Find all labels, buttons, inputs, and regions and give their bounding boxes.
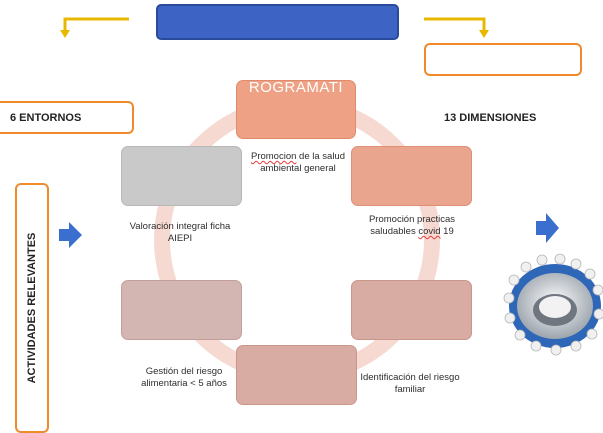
cycle-card-upper-right <box>351 146 472 206</box>
cycle-item-practicas-saludables: Promoción practicas saludables covid 19 <box>368 214 456 237</box>
entornos-label: 6 ENTORNOS <box>10 111 82 124</box>
entornos-box: 6 ENTORNOS <box>0 101 134 134</box>
team-gear-icon <box>503 253 603 356</box>
cycle-card-top: ROGRAMATI <box>236 80 356 139</box>
title-banner <box>156 4 399 40</box>
cycle-item-promocion-ambiental: Promocion de la salud ambiental general <box>250 151 345 174</box>
cycle-card-lower-right <box>351 280 472 340</box>
actividades-label: ACTIVIDADES RELEVANTES <box>26 232 38 384</box>
cycle-item-riesgo-familiar: Identificación del riesgo familiar <box>360 372 460 395</box>
left-blue-arrow-icon <box>59 222 82 248</box>
cycle-item-valoracion-aiepi: Valoración integral ficha AIEPI <box>129 221 231 244</box>
right-connector-arrow-icon <box>424 17 489 38</box>
left-connector-arrow-icon <box>60 17 129 38</box>
cycle-card-bottom <box>236 345 357 405</box>
cycle-item-riesgo-alimentaria: Gestión del riesgo alimentaria < 5 años <box>141 366 227 389</box>
right-blue-arrow-icon <box>536 213 559 243</box>
cycle-card-upper-left <box>121 146 242 206</box>
actividades-box: ACTIVIDADES RELEVANTES <box>15 183 49 433</box>
top-right-box <box>424 43 582 76</box>
dimensiones-label: 13 DIMENSIONES <box>444 112 537 124</box>
cycle-card-lower-left <box>121 280 242 340</box>
cycle-title-fragment: ROGRAMATI <box>248 80 344 96</box>
